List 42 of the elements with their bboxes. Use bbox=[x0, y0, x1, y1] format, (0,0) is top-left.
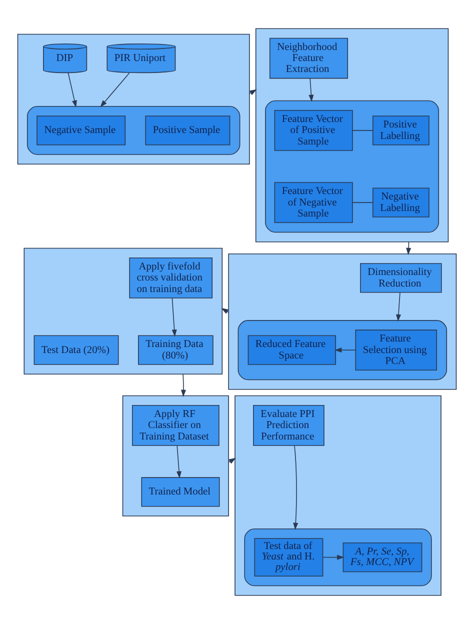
node-box: Neighborhood Feature Extraction bbox=[269, 38, 348, 79]
node-box: Test Data (20%) bbox=[34, 335, 119, 365]
node-box: Feature Selection using PCA bbox=[355, 330, 437, 371]
node-box: Trained Model bbox=[141, 477, 220, 507]
node-box: Test data of Yeast and H. pylori bbox=[254, 538, 324, 577]
arrow bbox=[293, 445, 298, 530]
arrow bbox=[176, 445, 182, 478]
arrow bbox=[396, 292, 402, 322]
node-box: Evaluate PPI Prediction Performance bbox=[253, 405, 324, 446]
cluster bbox=[244, 528, 432, 586]
node-box: Reduced Feature Space bbox=[248, 335, 336, 365]
connector bbox=[352, 202, 373, 203]
node-box: Training Data (80%) bbox=[138, 335, 214, 365]
node-box: Apply RF Classifier on Training Dataset bbox=[132, 405, 220, 446]
arrow bbox=[228, 458, 236, 464]
cluster bbox=[234, 395, 442, 596]
arrow bbox=[100, 72, 130, 108]
cluster bbox=[238, 320, 448, 380]
arrow bbox=[68, 72, 77, 108]
arrow bbox=[334, 348, 356, 353]
connector bbox=[352, 130, 373, 131]
cluster bbox=[255, 28, 449, 242]
cluster bbox=[228, 253, 457, 390]
cluster bbox=[24, 248, 223, 375]
node-box: Positive Labelling bbox=[372, 116, 430, 146]
node-box: Feature Vector of Positive Sample bbox=[274, 110, 353, 151]
arrow bbox=[180, 374, 186, 397]
cluster bbox=[122, 395, 229, 516]
node-box: Positive Sample bbox=[145, 116, 230, 146]
arrow bbox=[322, 554, 344, 560]
node-box: A, Pr, Se, Sp, Fs, MCC, NPV bbox=[342, 542, 422, 572]
node-box: Feature Vector of Negative Sample bbox=[274, 182, 353, 224]
cluster bbox=[26, 106, 240, 155]
arrow bbox=[172, 298, 177, 337]
node-box: Negative Sample bbox=[36, 116, 126, 146]
arrow bbox=[249, 89, 257, 96]
arrow bbox=[308, 78, 314, 102]
node-box: Dimensionality Reduction bbox=[360, 263, 442, 293]
node-box: Negative Labelling bbox=[372, 188, 430, 218]
cluster bbox=[265, 100, 440, 233]
cluster bbox=[17, 34, 250, 164]
node-box: Apply fivefold cross validation on training data bbox=[129, 258, 213, 298]
